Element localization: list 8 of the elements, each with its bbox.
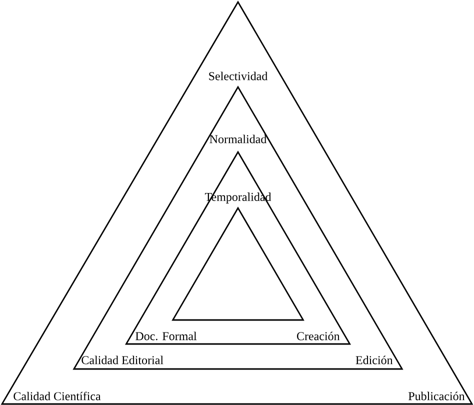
triangle-label: Creación — [296, 332, 340, 340]
triangle-label: Selectividad — [209, 72, 268, 80]
triangle-label: Calidad Editorial — [82, 356, 164, 364]
triangle-label: Doc. Formal — [136, 332, 197, 340]
triangle-label: Calidad Científica — [14, 392, 101, 400]
triangle-label: Publicación — [408, 392, 465, 400]
triangle-label: Edición — [356, 356, 393, 364]
triangle-label: Normalidad — [210, 134, 267, 144]
